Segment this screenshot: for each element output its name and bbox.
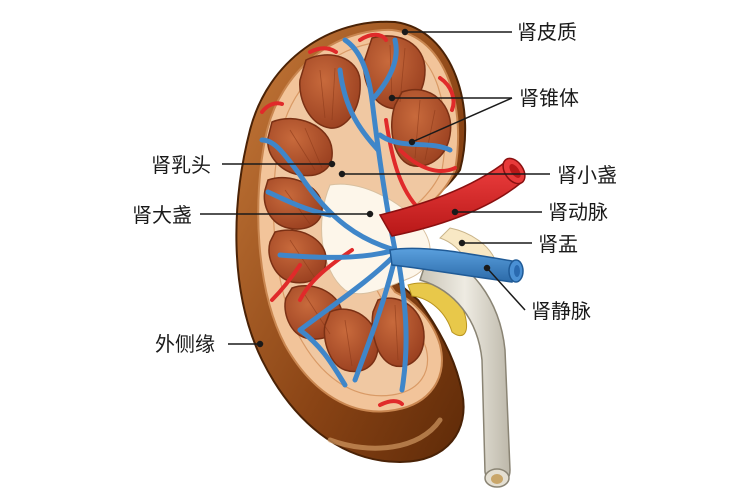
label-minor-calyx: 肾小盏 [557,163,617,187]
label-renal-artery: 肾动脉 [548,200,608,224]
renal-artery-trunk [378,157,526,237]
label-renal-pyramid: 肾锥体 [519,86,579,110]
label-major-calyx: 肾大盏 [132,203,192,227]
label-renal-cortex: 肾皮质 [517,20,577,44]
venous-branches [259,37,453,393]
leader-lines [200,28,550,348]
label-lateral-border: 外侧缘 [155,332,215,356]
renal-vein-trunk [389,247,524,283]
label-renal-pelvis: 肾盂 [538,232,578,256]
arterial-branches [260,32,457,407]
label-renal-papilla: 肾乳头 [151,153,211,177]
label-renal-vein: 肾静脉 [531,299,591,323]
ureter [419,249,511,488]
